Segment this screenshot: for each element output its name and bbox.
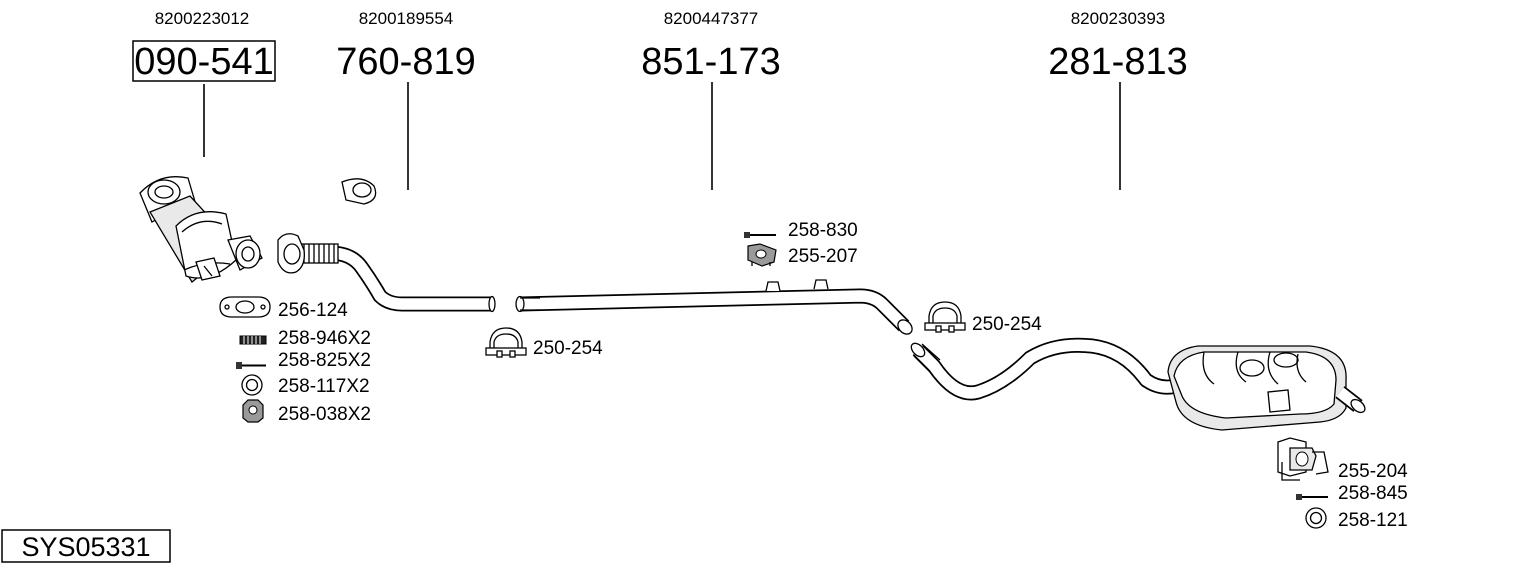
accessory-label-clamp-1[interactable]: 250-254 (533, 338, 603, 359)
part-number-2[interactable]: 760-819 (336, 41, 475, 83)
part-number-3[interactable]: 851-173 (641, 41, 780, 83)
catalytic-converter[interactable] (139, 176, 377, 283)
part-number-4[interactable]: 281-813 (1048, 41, 1187, 83)
accessory-label-255-204[interactable]: 255-204 (1338, 461, 1408, 482)
accessory-label-255-207[interactable]: 255-207 (788, 246, 858, 267)
front-pipe[interactable] (277, 233, 496, 313)
accessory-label-258-946X2[interactable]: 258-946X2 (278, 328, 371, 349)
middle-pipe[interactable] (515, 279, 915, 337)
accessory-label-258-845[interactable]: 258-845 (1338, 483, 1408, 504)
system-code: SYS05331 (21, 532, 150, 562)
accessory-label-258-830[interactable]: 258-830 (788, 220, 858, 241)
bolt-icon (236, 362, 266, 369)
bracket-icon (1277, 437, 1329, 481)
oem-number-2: 8200189554 (359, 9, 454, 28)
accessory-label-258-121[interactable]: 258-121 (1338, 510, 1408, 531)
rear-silencer[interactable] (909, 337, 1368, 431)
bolt-icon (1296, 494, 1328, 500)
bolt-icon (744, 232, 776, 238)
gasket-icon (219, 296, 271, 318)
oem-number-4: 8200230393 (1071, 9, 1166, 28)
clamp-icon (485, 327, 527, 358)
rubber-mount-icon (747, 243, 777, 267)
part-number-1[interactable]: 090-541 (134, 41, 273, 83)
ring-icon (1305, 507, 1327, 529)
accessory-label-258-038X2[interactable]: 258-038X2 (278, 404, 371, 425)
spring-icon (239, 335, 267, 345)
nut-icon (242, 399, 264, 423)
ring-icon (241, 374, 263, 396)
oem-number-3: 8200447377 (664, 9, 759, 28)
accessory-label-clamp-2[interactable]: 250-254 (972, 314, 1042, 335)
highlight-box (132, 40, 276, 82)
accessory-label-258-117X2[interactable]: 258-117X2 (278, 376, 370, 397)
clamp-icon (924, 301, 966, 333)
accessory-label-258-825X2[interactable]: 258-825X2 (278, 350, 371, 371)
oem-number-1: 8200223012 (155, 9, 250, 28)
system-code-box (1, 529, 171, 563)
accessory-label-256-124[interactable]: 256-124 (278, 300, 348, 321)
